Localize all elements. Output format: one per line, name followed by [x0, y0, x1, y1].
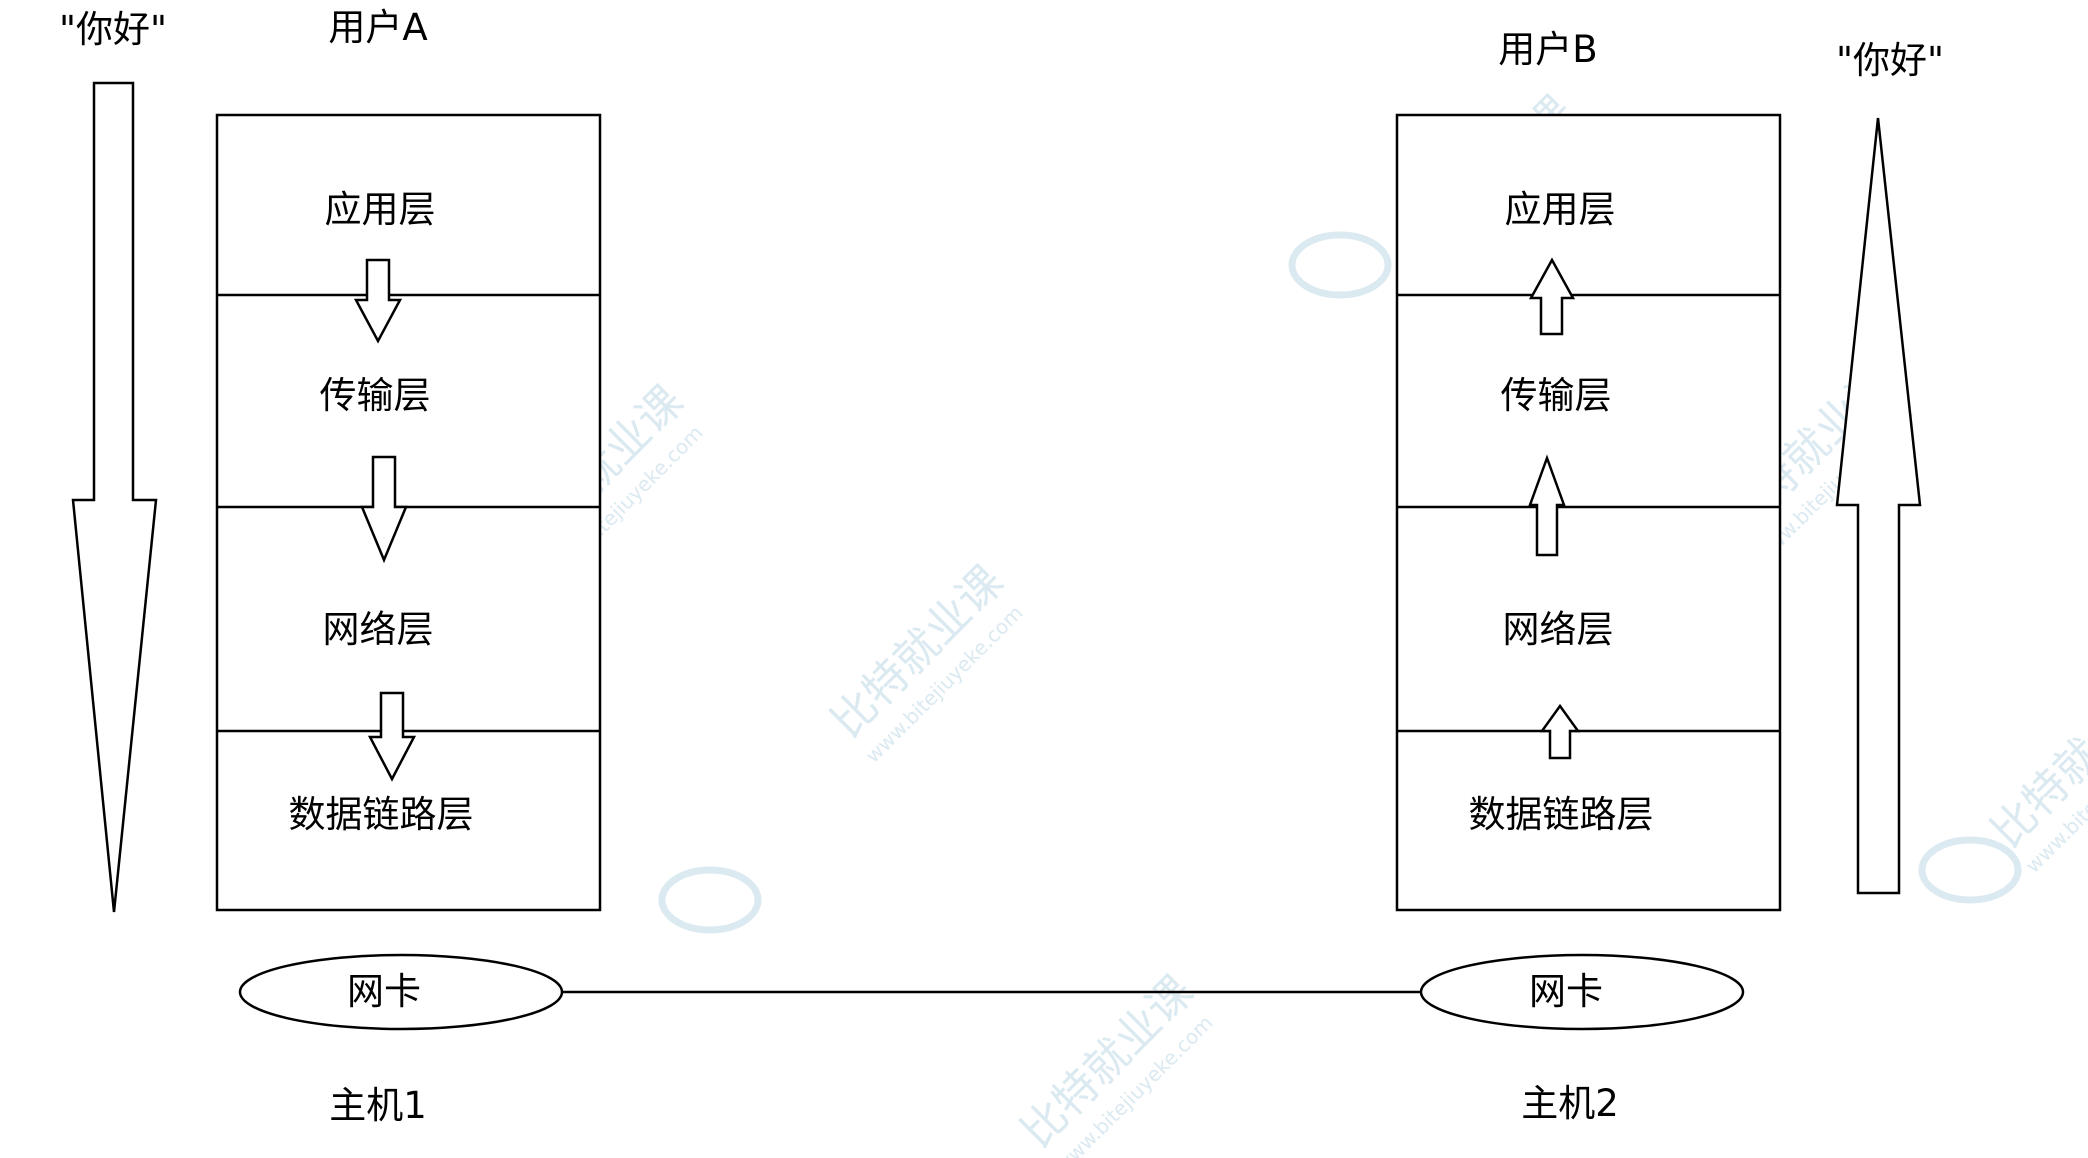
big-down-arrow-icon: [71, 81, 158, 913]
host2-user-label: 用户B: [1498, 28, 1597, 71]
host2-nic-ellipse: [1419, 953, 1745, 1031]
host1-message-label: "你好": [59, 8, 167, 51]
watermark-group: 比特就业课 www.bitejiuyeke.com 比特就业课 www.bite…: [343, 86, 2088, 1158]
host1-host-label: 主机1: [329, 1084, 427, 1127]
watermark-2: 比特就业课 www.bitejiuyeke.com: [822, 556, 1028, 767]
small-down-arrow-icon: [353, 258, 403, 344]
small-up-arrow-icon: [1539, 703, 1581, 760]
watermark-logo-icon: [1918, 836, 2022, 904]
host1-stack-box: [215, 113, 602, 912]
watermark-5: 比特就业课 www.bitejiuyeke.com: [1012, 966, 1218, 1158]
host1-layer-network: 网络层: [323, 608, 434, 651]
host2-group: 用户B "你好" 应用层 传输层 网络层 数据链路层 网卡 主机2: [1395, 28, 1944, 1125]
host2-nic-label: 网卡: [1529, 970, 1603, 1013]
host2-layer-network: 网络层: [1503, 608, 1614, 651]
host2-stack-box: [1395, 113, 1782, 912]
host1-group: "你好" 用户A 应用层 传输层 网络层 数据链路层 网卡 主机1: [59, 6, 602, 1127]
small-down-arrow-icon: [360, 455, 408, 564]
host2-layer-application: 应用层: [1505, 188, 1616, 231]
host2-host-label: 主机2: [1521, 1082, 1619, 1125]
small-up-arrow-icon: [1528, 454, 1566, 557]
host2-message-label: "你好": [1836, 39, 1944, 82]
small-up-arrow-icon: [1528, 257, 1576, 336]
host1-user-label: 用户A: [328, 6, 427, 49]
watermark-logo-icon: [658, 866, 762, 934]
host1-layer-application: 应用层: [325, 188, 436, 231]
host1-layer-transport: 传输层: [320, 374, 431, 417]
host1-nic-label: 网卡: [347, 970, 421, 1013]
host1-layer-datalink: 数据链路层: [289, 793, 474, 836]
small-down-arrow-icon: [367, 691, 417, 782]
watermark-logo-icon: [1288, 231, 1392, 299]
host2-layer-datalink: 数据链路层: [1469, 793, 1654, 836]
host2-layer-transport: 传输层: [1501, 374, 1612, 417]
big-up-arrow-icon: [1835, 117, 1922, 895]
